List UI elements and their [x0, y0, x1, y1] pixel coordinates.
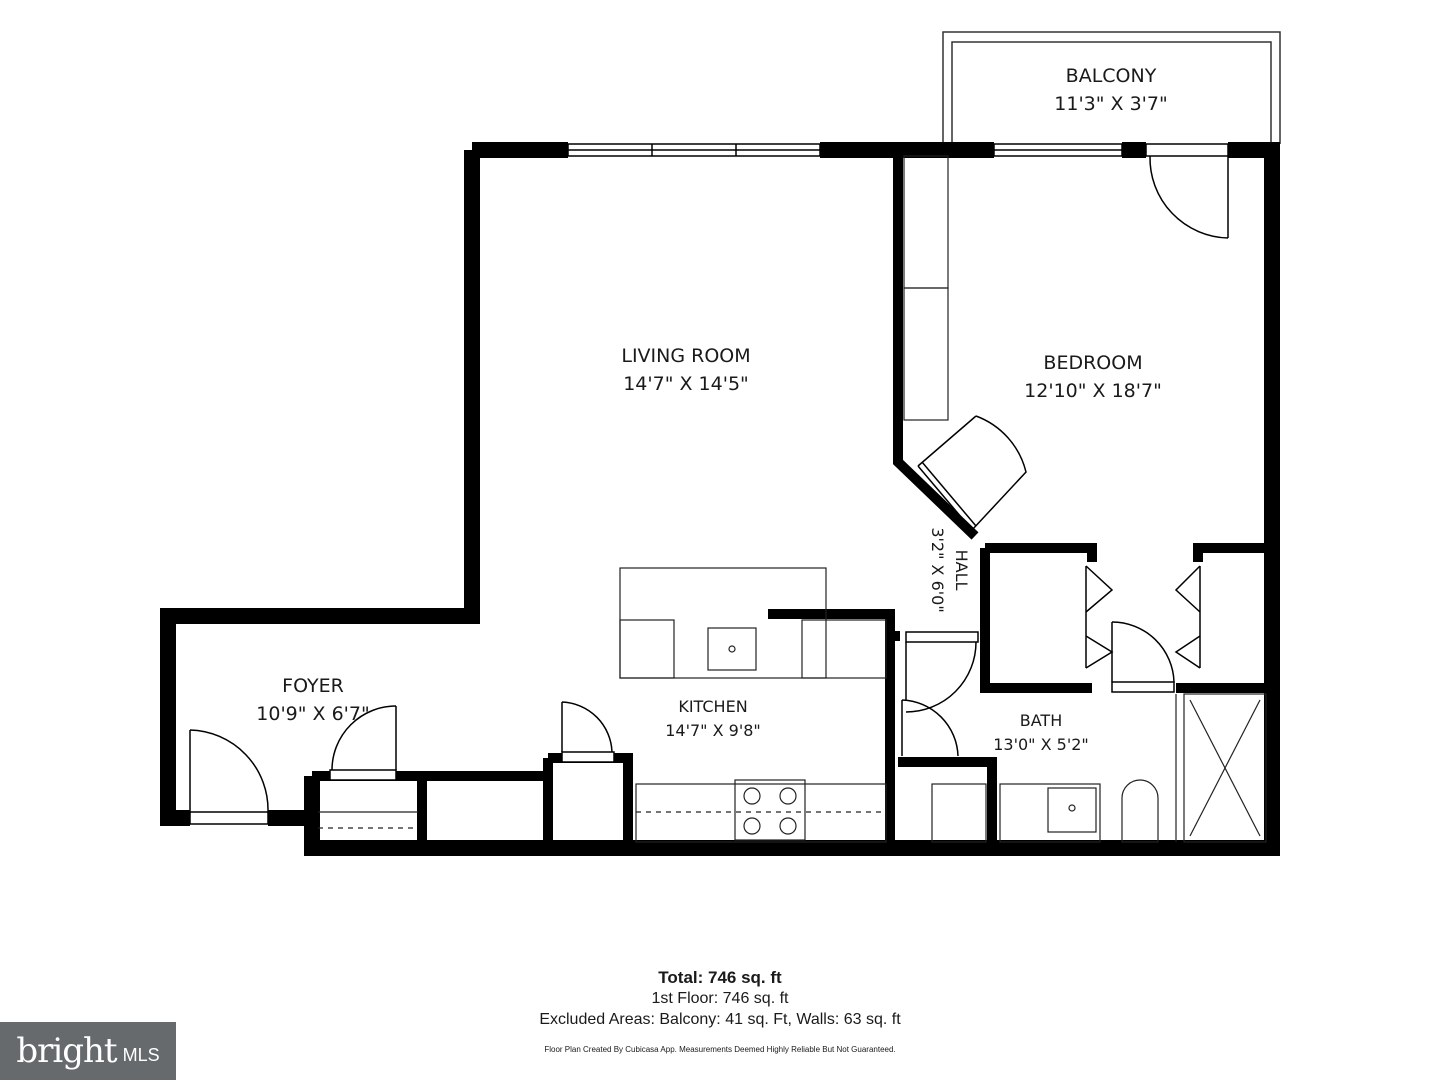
disclaimer: Floor Plan Created By Cubicasa App. Meas…	[544, 1045, 896, 1054]
doors	[189, 143, 1229, 825]
room-labels: BALCONY 11'3" X 3'7" LIVING ROOM 14'7" X…	[256, 65, 1167, 754]
windows	[567, 143, 1123, 157]
total-area: Total: 746 sq. ft	[658, 968, 782, 987]
balcony-outline	[942, 31, 1281, 144]
bath-dims: 13'0" X 5'2"	[993, 735, 1089, 754]
foyer-name: FOYER	[282, 675, 344, 697]
bedroom-name: BEDROOM	[1043, 352, 1142, 374]
kitchen-name: KITCHEN	[678, 697, 747, 716]
excluded-areas: Excluded Areas: Balcony: 41 sq. Ft, Wall…	[539, 1011, 901, 1028]
hall-dims: 3'2" X 6'0"	[928, 527, 947, 612]
living-room-dims: 14'7" X 14'5"	[623, 373, 749, 395]
kitchen-dims: 14'7" X 9'8"	[665, 721, 761, 740]
walls	[160, 142, 1280, 856]
logo-suffix: MLS	[122, 1044, 160, 1065]
bath-name: BATH	[1020, 711, 1062, 730]
fixtures	[318, 155, 1267, 843]
bright-mls-logo: bright MLS	[0, 1022, 176, 1080]
logo-brand: bright	[16, 1031, 117, 1071]
floor-plan: BALCONY 11'3" X 3'7" LIVING ROOM 14'7" X…	[160, 31, 1281, 856]
foyer-dims: 10'9" X 6'7"	[256, 703, 369, 725]
living-room-name: LIVING ROOM	[621, 345, 750, 367]
interior-walls	[312, 150, 1272, 848]
balcony-name: BALCONY	[1066, 65, 1157, 87]
first-floor-area: 1st Floor: 746 sq. ft	[651, 990, 789, 1007]
bedroom-dims: 12'10" X 18'7"	[1024, 380, 1162, 402]
hall-name: HALL	[952, 550, 971, 591]
balcony-dims: 11'3" X 3'7"	[1054, 93, 1167, 115]
